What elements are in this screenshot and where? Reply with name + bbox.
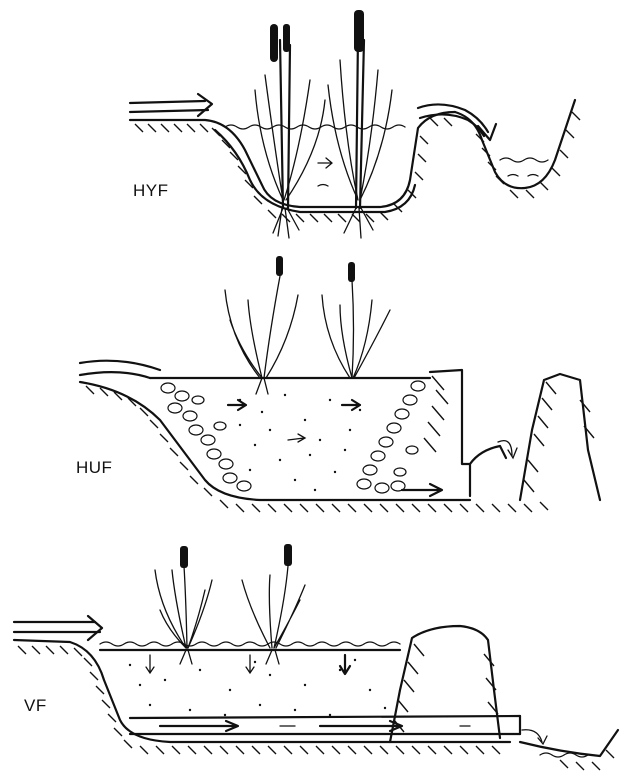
hyf-label: HYF [133,181,169,201]
vf-label: VF [24,696,47,716]
huf-wetland-drawing [0,250,621,530]
vf-flow-down-arrows [146,655,350,674]
vf-soil-hatching [18,646,500,754]
panel-vf: VF [0,530,621,775]
huf-gravel-outlet [357,381,425,493]
vf-wetland-drawing [0,530,621,775]
vf-plant-right [242,544,305,664]
huf-soil-hatching [86,386,548,512]
huf-plant-left [225,256,298,394]
hyf-wetland-drawing [0,0,621,250]
hyf-plant-right [328,10,392,238]
hyf-inflow-arrow [130,94,212,116]
hyf-outflow-arrow [418,104,496,140]
huf-plant-right [322,262,390,378]
hyf-water-surface [225,125,405,129]
vf-water-surface [100,642,400,646]
panel-huf: HUF [0,250,621,530]
vf-inflow-arrow [14,616,102,640]
huf-label: HUF [76,458,112,478]
vf-drain-pipe [130,716,520,734]
huf-sand-media [239,394,361,491]
panel-hyf: HYF [0,0,621,250]
vf-sand-media [129,659,386,716]
